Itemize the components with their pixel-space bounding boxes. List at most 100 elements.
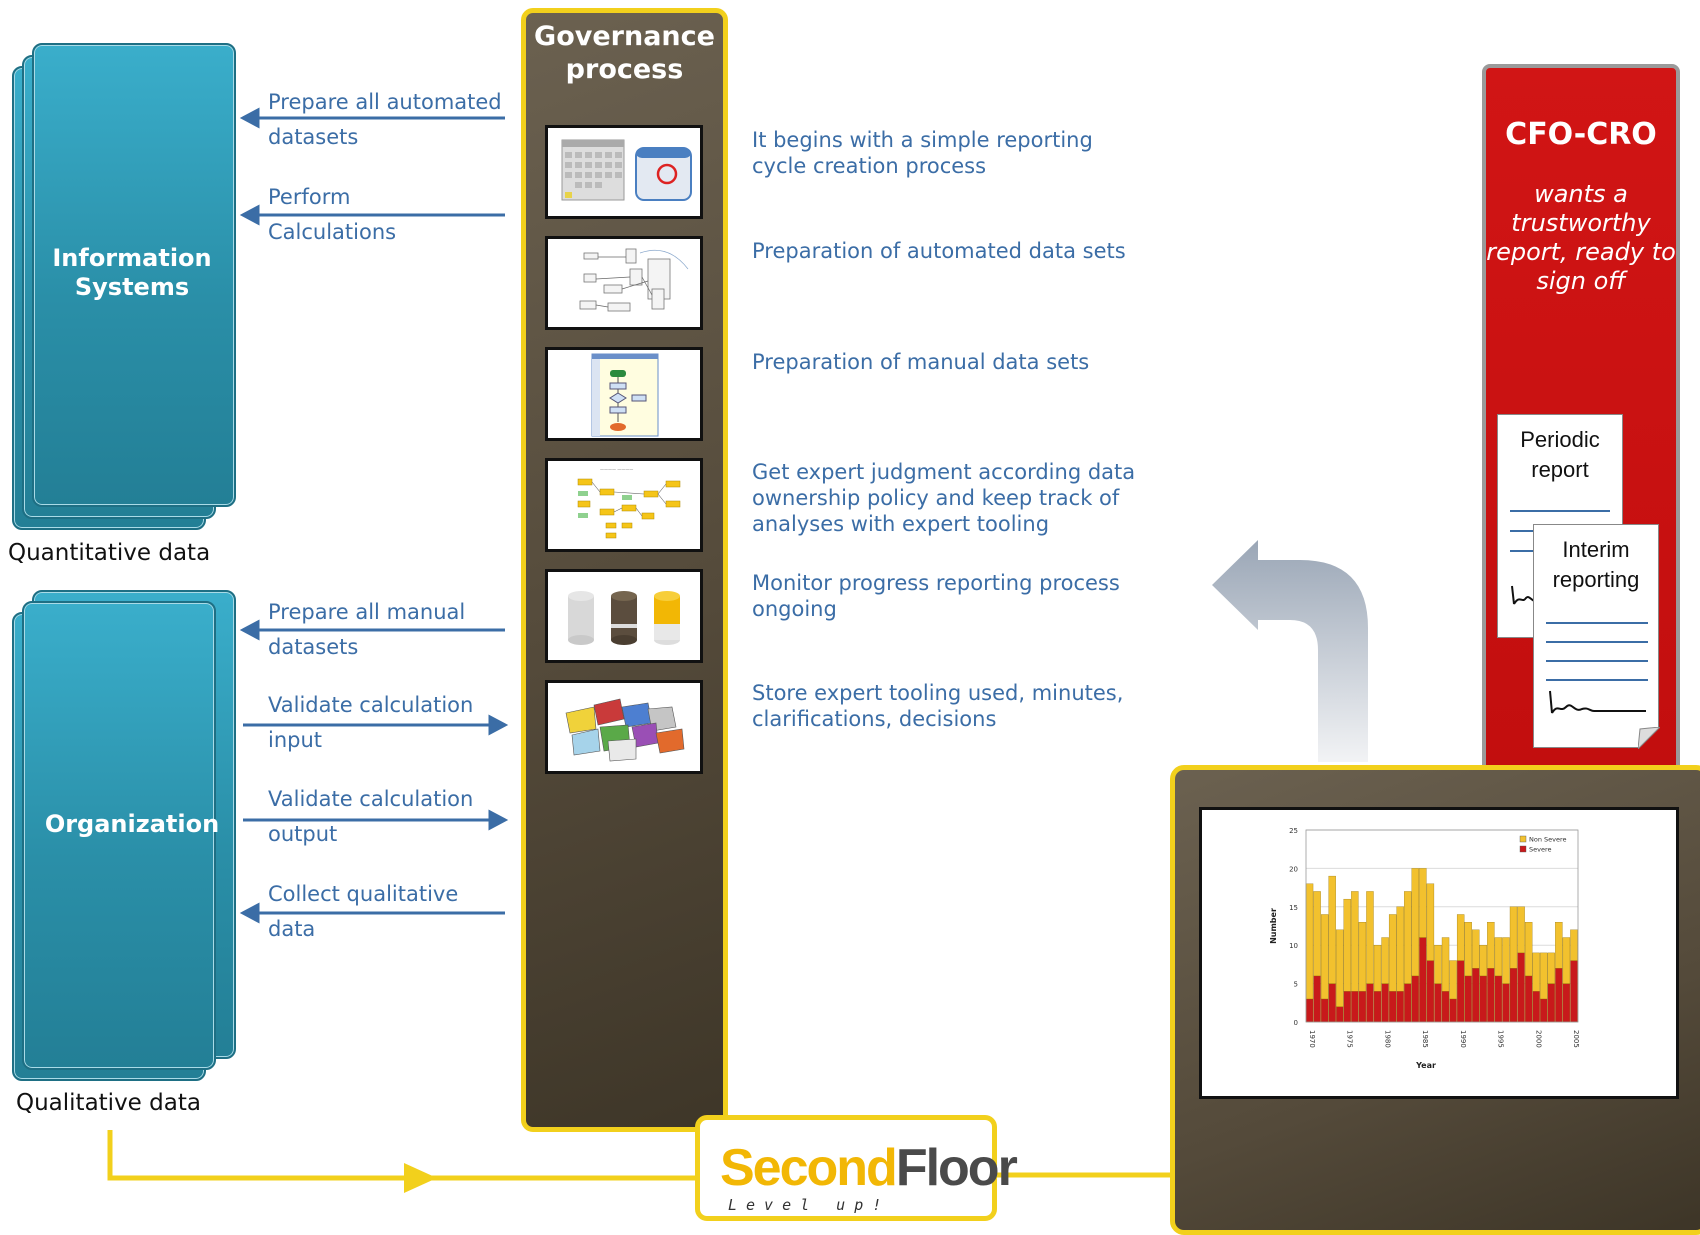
bar-non-severe	[1502, 937, 1510, 984]
cfo-cro-title: CFO-CRO	[1505, 117, 1657, 152]
bar-severe	[1426, 960, 1435, 1023]
x-tick-label: 2000	[1534, 1030, 1542, 1048]
bar-non-severe	[1555, 922, 1563, 969]
bar-severe	[1313, 975, 1321, 1023]
bar-severe	[1532, 991, 1540, 1023]
arrow-head-right	[488, 714, 509, 736]
bar-severe	[1343, 991, 1351, 1023]
bar-non-severe	[1494, 937, 1503, 977]
bar-severe	[1336, 1006, 1344, 1023]
interim-reporting-label: Interim reporting	[1552, 537, 1640, 592]
arrow-head-right	[488, 809, 509, 831]
bar-severe	[1562, 983, 1571, 1023]
x-tick-label: 1985	[1421, 1030, 1429, 1048]
bar-severe	[1524, 975, 1533, 1023]
bar-non-severe	[1532, 952, 1540, 992]
bar-severe	[1358, 991, 1367, 1023]
x-tick-label: 1995	[1497, 1030, 1505, 1048]
y-tick-label: 25	[1289, 827, 1298, 835]
plot-frame	[1305, 829, 1579, 1023]
step-text: Monitor progress reporting process ongoi…	[752, 571, 1120, 621]
bar-severe	[1328, 983, 1336, 1023]
bar-non-severe	[1388, 914, 1397, 992]
bar-severe	[1381, 983, 1389, 1023]
bar-non-severe	[1381, 937, 1389, 984]
bar-non-severe	[1328, 875, 1336, 984]
x-tick-label: 2005	[1572, 1030, 1580, 1048]
svg-text:———— ————: ———— ————	[600, 467, 633, 472]
legend-label: Severe	[1529, 846, 1552, 854]
y-axis-label: Number	[1269, 908, 1278, 944]
stack-layer	[22, 601, 216, 1070]
bar-non-severe	[1441, 937, 1450, 992]
doc-line	[1510, 510, 1610, 512]
bar-severe	[1464, 975, 1472, 1023]
arrow-head-left	[239, 204, 260, 226]
bar-severe	[1494, 975, 1503, 1023]
arrow-label: Collect qualitative data	[268, 882, 459, 941]
bar-severe	[1540, 998, 1548, 1023]
arrow-label: Validate calculation output	[268, 787, 474, 846]
periodic-report-label: Periodic report	[1520, 427, 1600, 482]
bar-non-severe	[1404, 891, 1412, 984]
flowchart-thumbnail	[545, 347, 703, 441]
bar-non-severe	[1509, 906, 1518, 969]
arrow-head-left	[239, 107, 260, 129]
bar-severe	[1396, 991, 1404, 1023]
logo-second: Second	[720, 1139, 898, 1197]
doc-line	[1546, 679, 1648, 681]
bar-severe	[1404, 983, 1412, 1023]
bar-non-severe	[1336, 929, 1344, 1007]
interim-reporting-document: Interim reporting	[1533, 524, 1660, 749]
x-tick-label: 1970	[1308, 1030, 1316, 1048]
legend-swatch-severe	[1519, 845, 1527, 853]
bar-non-severe	[1426, 883, 1435, 961]
x-tick-label: 1980	[1383, 1030, 1391, 1048]
step-text: Get expert judgment according data owner…	[752, 460, 1136, 536]
calendar-thumbnail	[545, 125, 703, 219]
bar-severe	[1305, 998, 1314, 1023]
cfo-cro-subtitle: wants a trustworthy report, ready to sig…	[1486, 180, 1676, 295]
bar-severe	[1320, 998, 1329, 1023]
bar-non-severe	[1449, 960, 1457, 1000]
logo-tagline: Level up!	[728, 1196, 891, 1214]
bar-severe	[1502, 983, 1510, 1023]
bar-severe	[1411, 975, 1419, 1023]
bar-non-severe	[1540, 952, 1548, 1000]
arrow-head-left	[239, 902, 260, 924]
stack-layer	[32, 43, 236, 507]
bar-non-severe	[1305, 883, 1314, 1000]
bar-severe	[1366, 983, 1374, 1023]
bar-non-severe	[1419, 868, 1427, 938]
bar-non-severe	[1373, 945, 1382, 992]
org-chart-thumbnail: ———— ————	[545, 458, 703, 552]
step-text: Preparation of automated data sets	[752, 239, 1126, 263]
bar-non-severe	[1396, 906, 1404, 992]
bar-non-severe	[1456, 914, 1465, 961]
bar-severe	[1441, 991, 1450, 1023]
gold-flow-line	[107, 1130, 1172, 1193]
y-tick-label: 10	[1289, 942, 1298, 950]
logo-floor: Floor	[895, 1139, 1018, 1197]
y-tick-label: 0	[1294, 1019, 1298, 1027]
bar-severe	[1419, 937, 1427, 1023]
bar-severe	[1509, 968, 1518, 1023]
bar-severe	[1456, 960, 1465, 1023]
y-tick-label: 20	[1289, 865, 1298, 873]
bar-severe	[1517, 952, 1525, 1023]
quantitative-data-caption: Quantitative data	[8, 540, 211, 566]
arrow-head-left	[239, 619, 260, 641]
bar-severe	[1434, 983, 1442, 1023]
x-tick-label: 1975	[1346, 1030, 1354, 1048]
bar-severe	[1449, 998, 1457, 1023]
bar-non-severe	[1411, 868, 1419, 977]
bar-severe	[1472, 968, 1480, 1023]
signature-icon	[1549, 690, 1646, 714]
arrow-label: Validate calculation input	[268, 693, 474, 752]
doc-line	[1546, 641, 1648, 643]
bar-non-severe	[1487, 922, 1495, 969]
legend-label: Non Severe	[1529, 836, 1567, 844]
x-tick-label: 1990	[1459, 1030, 1467, 1048]
